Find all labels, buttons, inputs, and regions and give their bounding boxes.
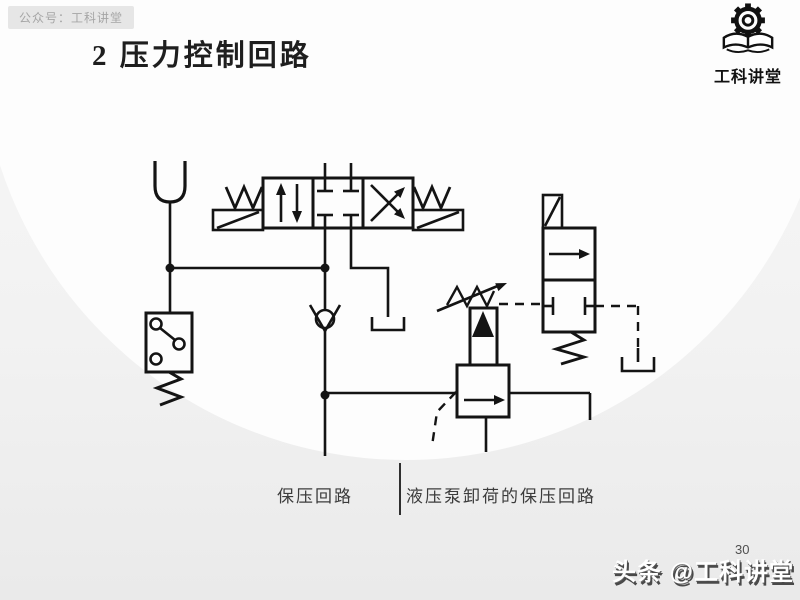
supply-line [320,390,592,456]
tank-icon [620,357,656,373]
diagram-panel [0,0,800,460]
brand-logo-text: 工科讲堂 [713,69,782,86]
accumulator-symbol [153,161,187,268]
brand-logo: 工科讲堂 [708,2,788,87]
wechat-account-badge: 公众号：工科讲堂 [8,6,135,29]
tank-drain-left [349,228,406,332]
solenoid-icon [211,208,265,232]
check-valve-symbol [308,228,342,395]
pilot-relief-valve-symbol [430,283,543,452]
page-number: 30 [735,542,750,557]
spring-icon [224,183,264,212]
spring-icon [551,330,589,366]
slide-title: 2 压力控制回路 [92,40,312,72]
solenoid-icon [411,208,465,232]
caption-right: 液压泵卸荷的保压回路 [406,487,596,506]
solenoid-icon [541,193,564,230]
caption-left: 保压回路 [277,487,353,506]
tank-drain-right [620,348,656,373]
pressure-switch-symbol [144,311,194,407]
spring-icon [412,183,452,212]
unloading-solenoid-valve-symbol [541,193,640,366]
toutiao-watermark: 头条 @工科讲堂 [612,559,795,586]
tank-icon [370,317,406,332]
caption-divider [399,463,401,515]
gear-book-icon [722,3,774,53]
directional-valve-4-3-symbol [211,163,465,232]
